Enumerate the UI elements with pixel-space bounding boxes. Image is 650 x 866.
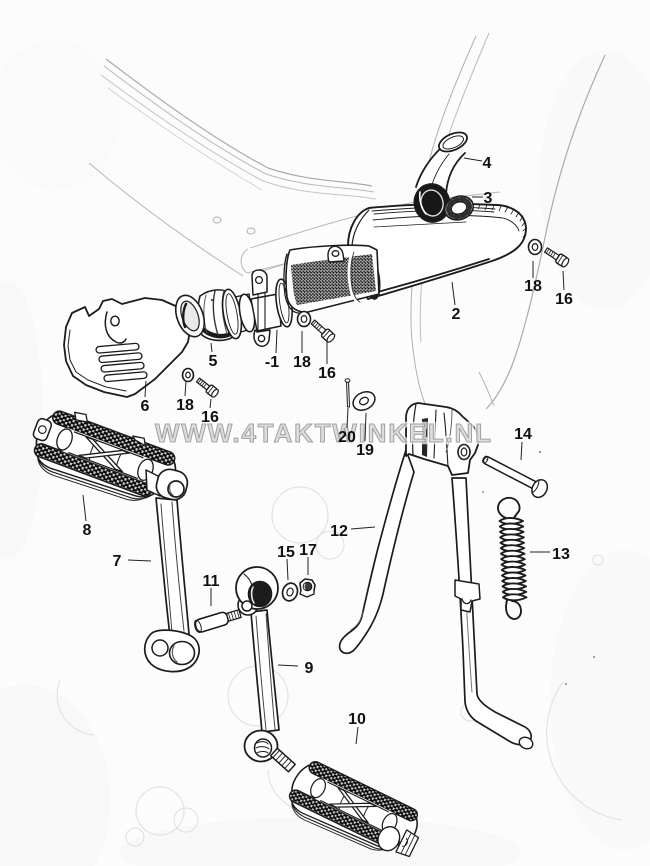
svg-text:16: 16 [318, 365, 336, 382]
svg-text:19: 19 [356, 442, 374, 459]
svg-text:2: 2 [452, 306, 461, 323]
svg-text:13: 13 [552, 546, 570, 563]
svg-text:9: 9 [305, 660, 314, 677]
svg-text:10: 10 [348, 711, 366, 728]
svg-text:3: 3 [484, 190, 493, 207]
svg-text:6: 6 [141, 398, 150, 415]
svg-text:16: 16 [201, 409, 219, 426]
svg-text:8: 8 [83, 522, 92, 539]
svg-text:16: 16 [555, 291, 573, 308]
svg-text:18: 18 [176, 397, 194, 414]
svg-text:18: 18 [524, 278, 542, 295]
svg-text:11: 11 [203, 573, 220, 590]
svg-text:20: 20 [338, 429, 356, 446]
svg-text:14: 14 [514, 426, 532, 443]
svg-text:15: 15 [277, 544, 295, 561]
svg-text:WWW.4TAKTWINKEL.NL: WWW.4TAKTWINKEL.NL [155, 418, 491, 448]
svg-text:-1: -1 [265, 354, 279, 371]
svg-text:5: 5 [209, 353, 218, 370]
svg-text:17: 17 [299, 542, 317, 559]
svg-text:18: 18 [293, 354, 311, 371]
svg-text:WWW.4TAKTWINKEL.NL: WWW.4TAKTWINKEL.NL [155, 418, 491, 448]
svg-text:7: 7 [113, 553, 122, 570]
svg-text:4: 4 [483, 155, 492, 172]
svg-text:12: 12 [330, 523, 348, 540]
